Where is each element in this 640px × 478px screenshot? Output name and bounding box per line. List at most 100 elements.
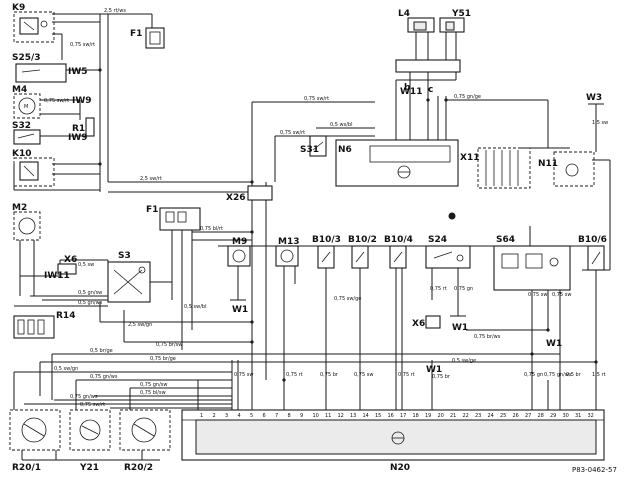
resistor-r20-1: R20/1 [9,409,61,473]
sensor-l4: L4 [398,9,435,33]
pin-number: 15 [375,413,381,419]
pin-number: 23 [475,413,481,419]
switch-s64: S64 [493,235,571,291]
pin-number: 6 [263,413,266,419]
connector-x6-mid: X6 [412,315,441,329]
label-l4: L4 [398,9,410,19]
pin-number: 21 [450,413,456,419]
label-n6: N6 [338,145,352,155]
wire-label: 1,5 sw [592,120,608,126]
pin-number: 7 [275,413,278,419]
motor-m13: M13 [275,237,299,267]
label-m2: M2 [12,203,27,213]
pin-number: 28 [538,413,544,419]
wire-label: 0,75 br/ws [474,334,501,340]
sensor-b10-3: B10/3 [312,235,341,269]
wire-label: 0,5 sw/bl [184,304,206,310]
pin-number: 2 [213,413,216,419]
connector-iw11: IW11 [44,271,70,281]
pin-number: 22 [463,413,469,419]
label-f1-mid: F1 [146,205,158,215]
label-b10-6: B10/6 [578,235,607,245]
pin-number: 9 [300,413,303,419]
wire-label: 0,75 sw/rt [80,402,105,408]
connector-x6-left: X6 [57,255,77,275]
label-f1-top: F1 [130,29,142,39]
switch-s25-3: S25/3 IW5 [12,53,88,83]
pin-number: 5 [250,413,253,419]
connector-iw9-b: IW9 [68,133,88,143]
label-b10-2: B10/2 [348,235,377,245]
label-m13: M13 [278,237,299,247]
sensor-b10-6: B10/6 [578,235,607,271]
pin-number: 8 [288,413,291,419]
label-k10: K10 [12,149,32,159]
pin-number: 17 [400,413,406,419]
switch-s3: S3 [107,251,151,303]
label-b10-4: B10/4 [384,235,413,245]
label-w1-a: W1 [232,305,248,315]
wire-label: 0,5 gn/sw [78,290,102,296]
relay-k9: K9 [12,3,55,43]
pin-number: 14 [363,413,369,419]
label-s32: S32 [12,121,31,131]
wire-label: 0,5 sw/gn [54,366,78,372]
wire-label: 0,75 sw [234,372,253,378]
wire-label: 0,75 sw/ge [334,296,361,302]
wire-label: 0,75 sw/rt [70,42,95,48]
wire-label: 2,5 rt/ws [104,8,126,14]
wire-label: 0,75 br [432,374,451,380]
label-m4: M4 [12,85,27,95]
pin-number: 29 [550,413,556,419]
valve-y51: Y51 [439,9,471,33]
label-y21: Y21 [79,463,99,473]
pin-number: 3 [225,413,228,419]
pin-number: 27 [525,413,531,419]
wire-label: 0,75 gn/ws [544,372,572,378]
junction-dots [98,68,598,382]
pin-number: 24 [488,413,494,419]
connector-c: c [428,85,433,95]
ground-w1-a: W1 [230,299,248,315]
wire-label: 0,5 br [566,372,582,378]
wire-label: 0,75 sw [552,292,571,298]
wire-label: 0,75 br/sw [156,342,182,348]
wire-label: 0,75 sw [354,372,373,378]
pin-number: 16 [388,413,394,419]
pin-number: 11 [325,413,331,419]
wire-label: 0,75 bl/rt [200,226,223,232]
label-s24: S24 [428,235,447,245]
wire-label: 0,75 sw/rt [304,96,329,102]
module-n11: N11 [538,151,595,187]
wire-label: 0,75 sw/rt [280,130,305,136]
wire-label: 0,75 rt [398,372,415,378]
wire-label: 0,75 sw [528,292,547,298]
label-x26: X26 [226,193,245,203]
wire-label: 0,75 br [320,372,339,378]
wire-label: 0,5 ws/bl [330,122,352,128]
label-n11: N11 [538,159,558,169]
label-r20-2: R20/2 [124,463,153,473]
label-w11: W11 [400,87,422,97]
label-s31: S31 [300,145,319,155]
wire-label: 0,75 gn/ge [454,94,481,100]
pin-number: 13 [350,413,356,419]
wire-label: 0,75 br/ge [150,356,176,362]
switch-s31: S31 [300,135,327,157]
pin-number: 19 [425,413,431,419]
label-k9: K9 [12,3,25,13]
sensor-b10-2: B10/2 [348,235,377,269]
pin-number: 10 [313,413,319,419]
switch-s32: S32 IW9 [12,121,88,145]
switch-s24: S24 [425,235,471,269]
ground-w1-b: W1 [450,315,468,333]
fuse-f1-mid: F1 [146,205,201,231]
pin-number: 26 [513,413,519,419]
wire-label: 0,75 rt [430,286,447,292]
wire-label: 0,5 sw/ge [452,358,476,364]
wire-labels: 2,5 rt/ws 0,75 sw/rt 0,75 gn/ge 0,75 sw/… [44,8,608,408]
wire-label: 0,5 sw [78,262,94,268]
document-id: P83-0462-57 [572,466,617,474]
